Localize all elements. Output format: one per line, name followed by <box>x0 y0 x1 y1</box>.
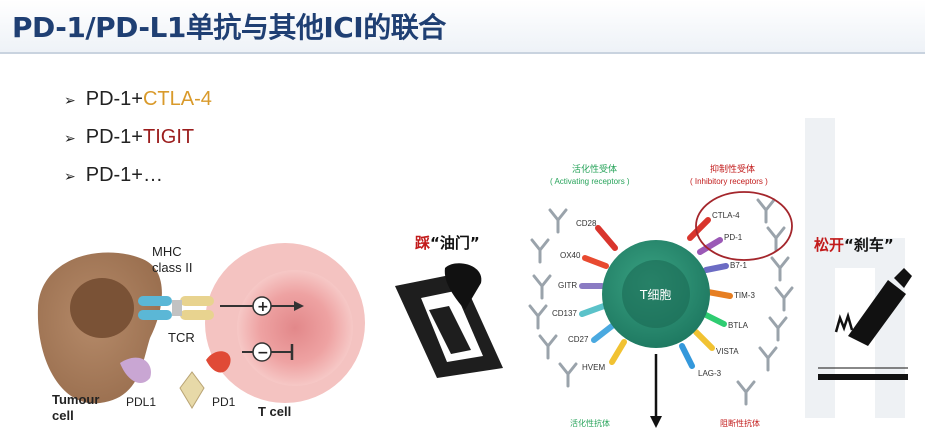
plus-sign: + <box>257 299 269 315</box>
minus-sign: − <box>257 345 269 361</box>
pd1-label: PD1 <box>212 395 236 409</box>
receptor-label: PD-1 <box>724 233 743 242</box>
arrow-bullet-icon: ➢ <box>64 92 76 108</box>
bullet-prefix: PD-1+ <box>85 126 143 148</box>
receptor-label: CD28 <box>576 219 597 228</box>
gas-label: 踩“油门” <box>415 234 480 252</box>
receptor-label: BTLA <box>728 321 749 330</box>
bullet-item-more: ➢ PD-1+… <box>64 160 212 198</box>
bullet-list: ➢PD-1+CTLA-4 ➢PD-1+TIGIT ➢PD-1+… <box>64 84 212 198</box>
brake-label: 松开“刹车” <box>814 236 894 254</box>
brake-pedal-illustration: 松开“刹车” <box>814 236 912 380</box>
activating-cn: 活化性受体 <box>572 163 617 175</box>
tcell-label: T cell <box>258 404 291 419</box>
gas-pedal-illustration: 踩“油门” <box>395 234 503 378</box>
receptor-label: HVEM <box>582 363 605 372</box>
bullet-prefix: PD-1+ <box>85 88 143 110</box>
tcell-nucleus <box>237 270 353 386</box>
receptor-label: VISTA <box>716 347 739 356</box>
bullet-highlight: TIGIT <box>142 126 195 148</box>
tumour-tcell-diagram: MHC class II TCR + − Tumour cell PDL1 PD… <box>37 243 365 423</box>
slide-title: PD-1/PD-L1单抗与其他ICI的联合 <box>12 11 446 44</box>
bullet-highlight: CTLA-4 <box>142 88 212 110</box>
tumour-label: Tumour <box>52 392 99 407</box>
receptor-label: CD137 <box>552 309 577 318</box>
inhibitory-en: ( Inhibitory receptors ) <box>690 177 768 186</box>
tcell-receptor-diagram: 活化性受体 ( Activating receptors ) 抑制性受体 ( I… <box>528 163 794 428</box>
receptor-label: OX40 <box>560 251 581 260</box>
receptor-label: B7-1 <box>730 261 747 270</box>
tcr-label: TCR <box>168 330 195 345</box>
class2-label: class II <box>152 260 192 275</box>
receptor-label: CTLA-4 <box>712 211 740 220</box>
bullet-item-tigit: ➢ PD-1+TIGIT <box>64 122 212 160</box>
arrow-bullet-icon: ➢ <box>64 130 76 146</box>
pdl1-label: PDL1 <box>126 395 156 409</box>
inhibitory-cn: 抑制性受体 <box>710 163 755 175</box>
title-bar: PD-1/PD-L1单抗与其他ICI的联合 <box>0 0 925 54</box>
mhc-label: MHC <box>152 244 182 259</box>
receptor-label: TIM-3 <box>734 291 755 300</box>
bottom-left-label: 活化性抗体 <box>570 418 610 428</box>
receptor-label: GITR <box>558 281 577 290</box>
bottom-right-label: 阻断性抗体 <box>720 418 760 428</box>
bullet-prefix: PD-1+… <box>85 164 163 186</box>
cell-label: cell <box>52 408 74 423</box>
bullet-item-ctla4: ➢ PD-1+CTLA-4 <box>64 84 212 122</box>
tumour-nucleus <box>70 278 134 338</box>
receptor-label: CD27 <box>568 335 589 344</box>
tcell-center-label: T细胞 <box>639 288 671 302</box>
activating-en: ( Activating receptors ) <box>550 177 630 186</box>
highlight-circle <box>695 191 793 261</box>
arrow-bullet-icon: ➢ <box>64 168 76 184</box>
receptor-label: LAG-3 <box>698 369 722 378</box>
